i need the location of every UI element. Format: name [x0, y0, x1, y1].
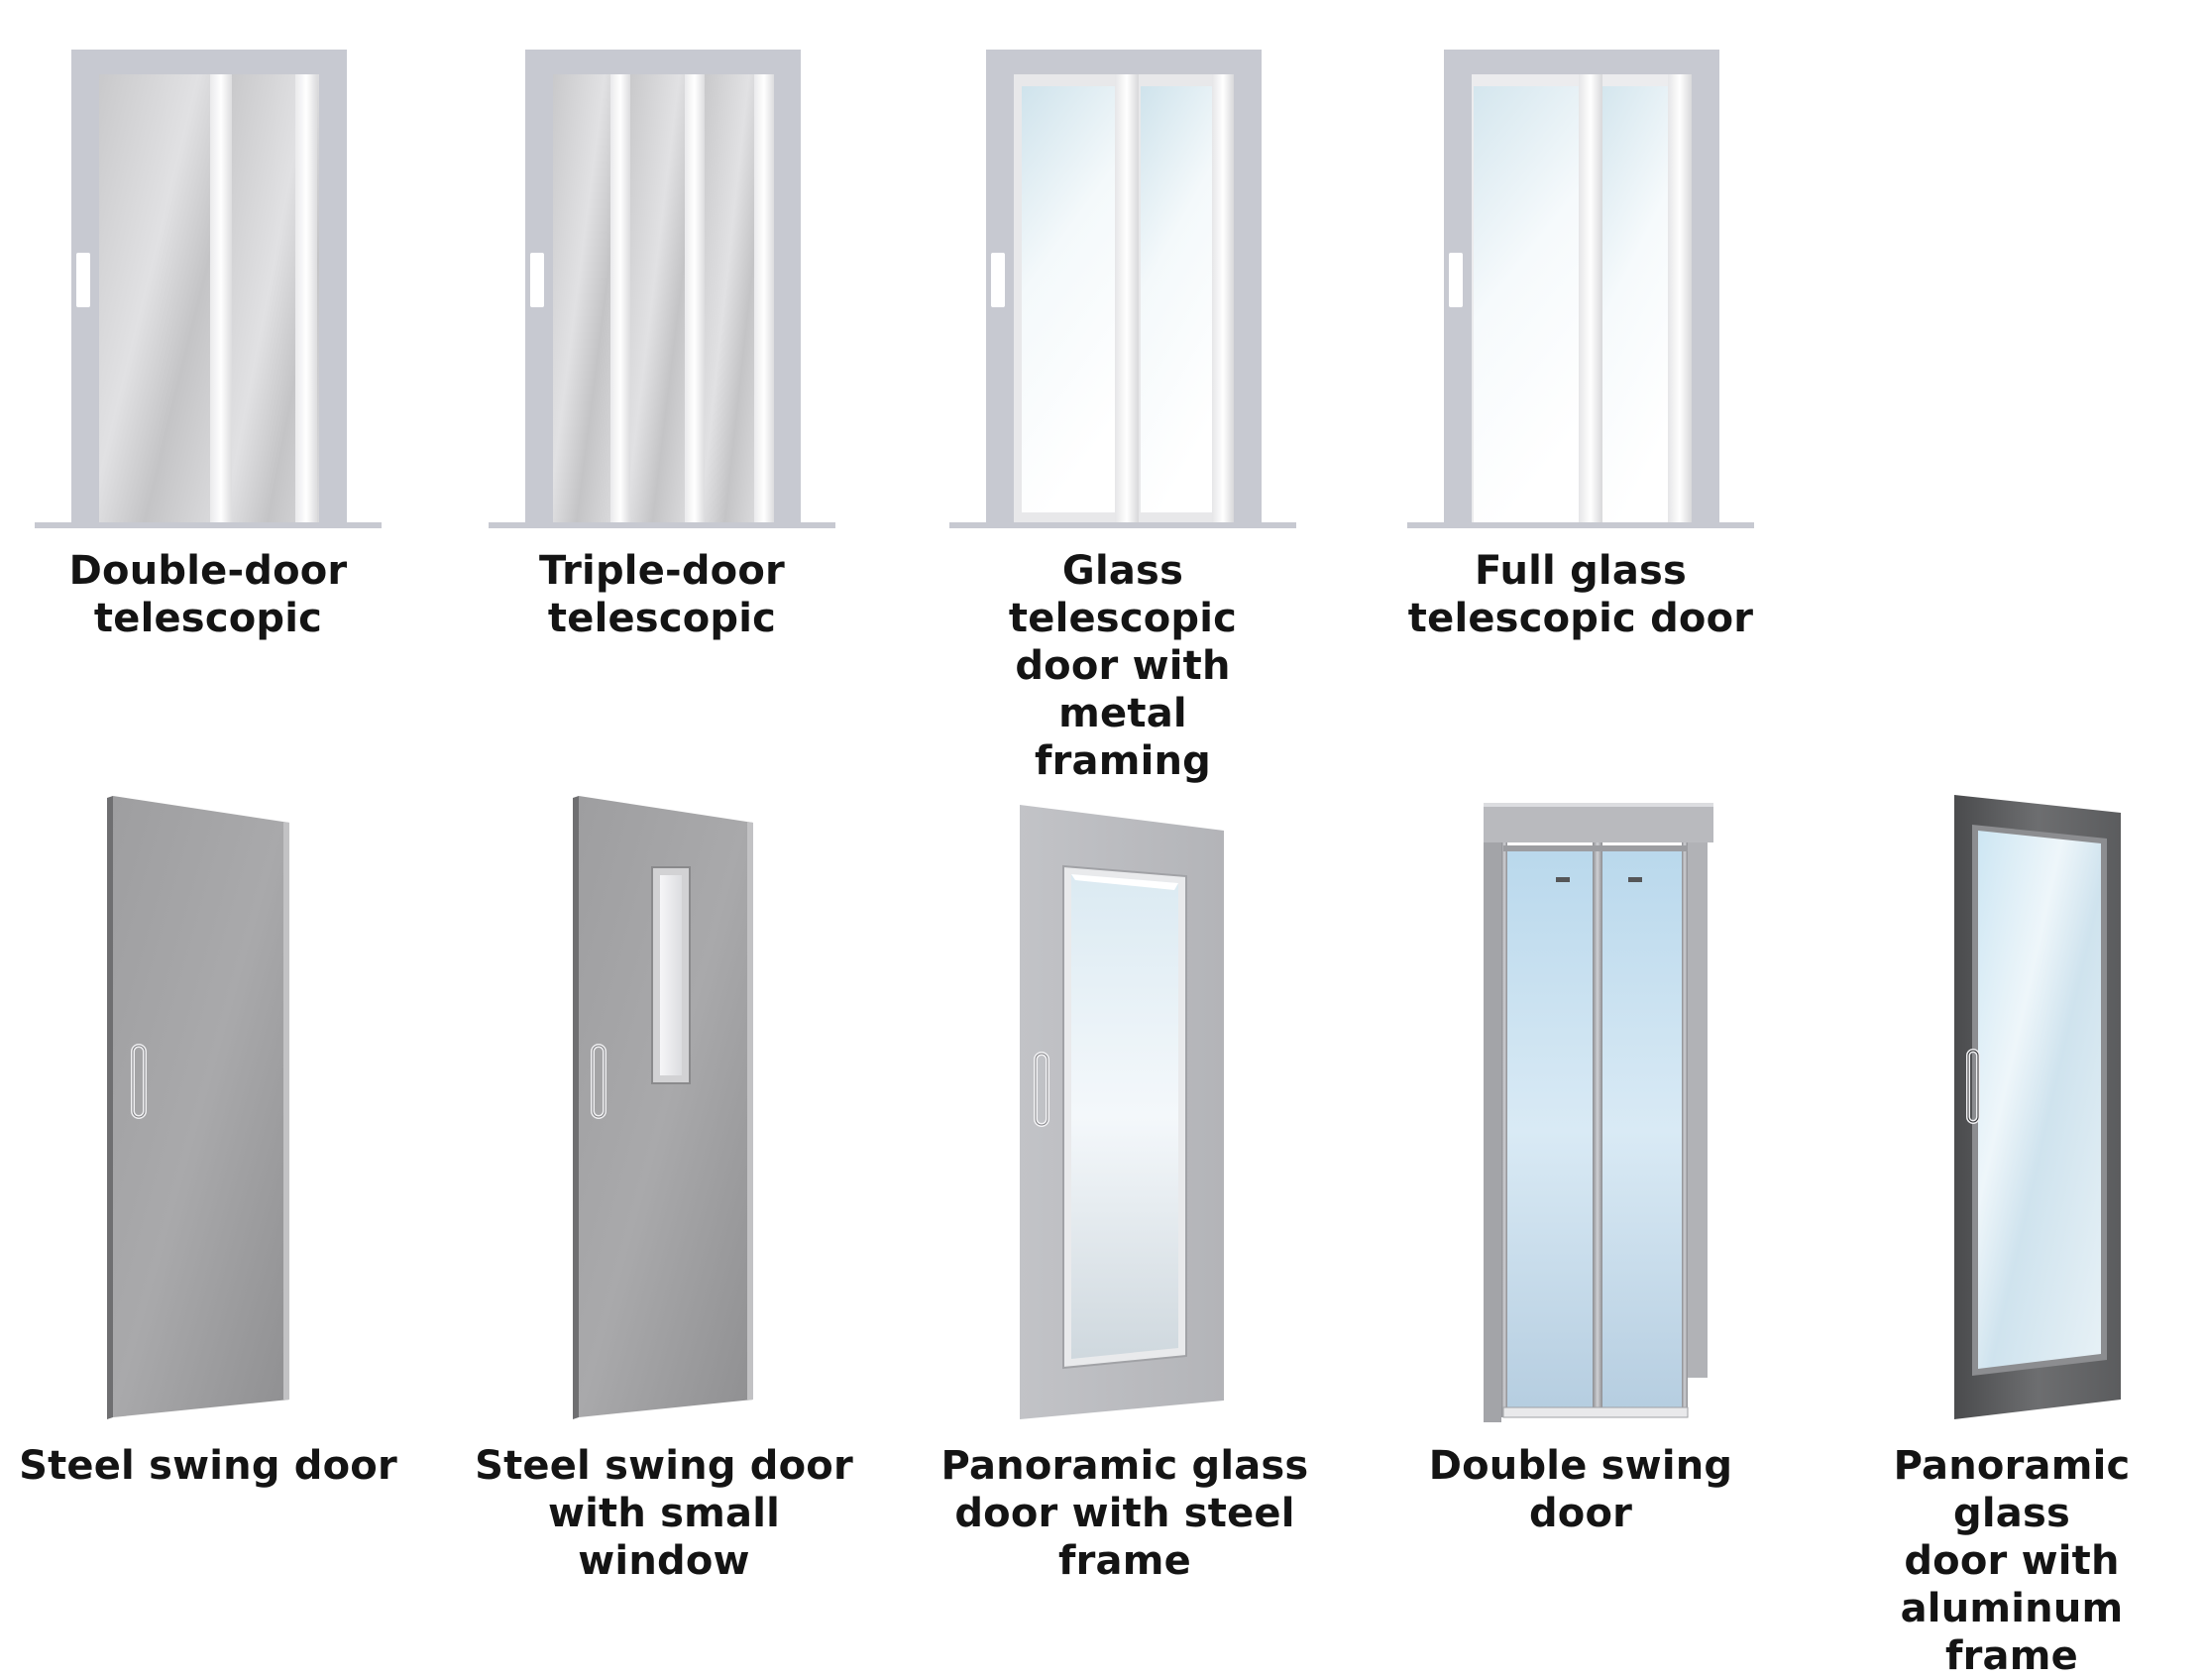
full-glass-telescopic-door-icon [1407, 50, 1754, 528]
triple-door-telescopic-icon [489, 50, 835, 528]
panoramic-glass-aluminum-door-icon [1954, 795, 2121, 1419]
door-caption: Full glass telescopic door [1407, 548, 1754, 641]
panoramic-glass-steel-door-icon [1020, 805, 1224, 1419]
steel-swing-door-icon [107, 796, 289, 1419]
door-caption: Double swing door [1428, 1443, 1733, 1536]
door-caption: Steel swing door [19, 1443, 397, 1489]
double-swing-door-icon [1484, 803, 1713, 1422]
door-caption: Glass telescopic door with metal framing [1008, 548, 1238, 784]
double-door-telescopic-icon [35, 50, 382, 528]
door-caption: Double-door telescopic [68, 548, 348, 641]
door-caption: Steel swing door with small window [475, 1443, 853, 1584]
door-caption: Panoramic glass door with aluminum frame [1893, 1443, 2131, 1679]
glass-telescopic-door-icon [949, 50, 1296, 528]
door-caption: Panoramic glass door with steel frame [940, 1443, 1309, 1584]
steel-swing-door-window-icon [573, 796, 753, 1419]
door-caption: Triple-door telescopic [539, 548, 785, 641]
